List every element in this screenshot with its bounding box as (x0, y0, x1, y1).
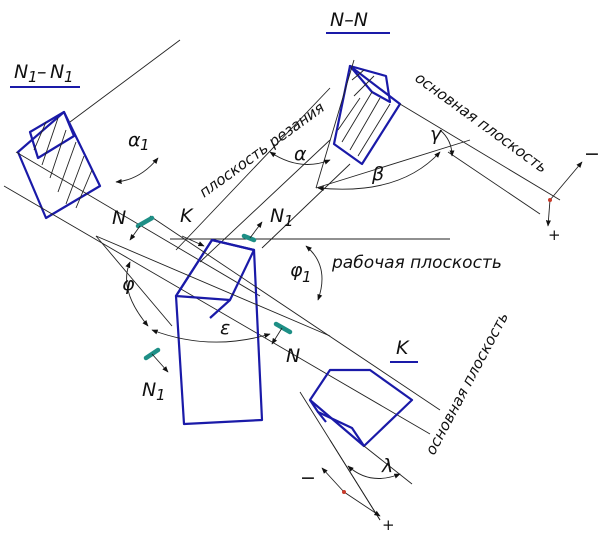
phi-label: φ (122, 273, 135, 295)
view-k-body (308, 368, 414, 448)
sign-origin-bottom (342, 490, 346, 494)
section-nn-label: N–N (330, 9, 368, 31)
section-nn-body (332, 64, 402, 166)
beta-arc (317, 151, 441, 192)
phi1-sub: 1 (302, 268, 312, 286)
marker-n-left (135, 215, 155, 229)
mark-k: K (180, 205, 194, 227)
arrow-n1-bottom (151, 353, 169, 373)
epsilon-label: ε (220, 317, 230, 339)
working-plane-label: рабочая плоскость (331, 253, 502, 273)
sign-arrow-plus-bottom (343, 491, 381, 517)
sign-arrow-minus-bottom (321, 467, 345, 493)
tool-edge-mark (209, 299, 231, 319)
sign-arrow-minus (549, 161, 583, 201)
arrow-k (181, 235, 205, 247)
n1-guide-line-1 (3, 185, 431, 435)
phi1-label: φ (290, 259, 303, 281)
view-k-guide-2 (363, 445, 413, 485)
section-n1-body (16, 110, 102, 220)
mark-n-left: N (112, 207, 126, 229)
alpha-label: α (294, 143, 307, 165)
mark-n1-bottom-sub: 1 (156, 386, 166, 404)
cutting-plane-line-b (175, 87, 331, 251)
axis-line-2 (149, 215, 441, 411)
arrow-n-left (129, 225, 141, 241)
marker-n-right (273, 321, 293, 335)
lambda-arc (347, 465, 401, 479)
mark-n-right: N (286, 345, 300, 367)
mark-n1-bottom: N (142, 379, 156, 401)
gamma-label: γ (430, 123, 443, 145)
nn-guide-diag (399, 103, 561, 201)
mark-n1-top-sub: 1 (284, 212, 294, 230)
main-plane-bottom-label: основная плоскость (422, 309, 513, 458)
axis-line-1 (95, 235, 331, 337)
section-n1-label-dash: – (37, 61, 47, 83)
view-k-guide-3 (329, 439, 381, 521)
cutting-plane-label: плоскость резания (196, 98, 328, 201)
view-k: K λ − + (299, 337, 418, 534)
section-n1-label-a: N (14, 61, 28, 83)
arrow-n-right (271, 327, 283, 345)
alpha1-sub: 1 (140, 136, 150, 154)
lambda-label: λ (381, 455, 393, 477)
sign-arrow-plus (545, 199, 551, 227)
nn-guide-vertical (315, 59, 355, 189)
arrow-n1-top (249, 221, 263, 239)
phi1-arc (305, 245, 323, 301)
mark-n1-top: N (270, 205, 284, 227)
view-k-label: K (396, 337, 410, 359)
plus-bottom: + (382, 516, 395, 534)
plus-top: + (548, 226, 561, 244)
view-k-edge (309, 399, 365, 447)
section-n1-label-b: N (50, 61, 64, 83)
marker-n1-top (241, 233, 257, 243)
n1-guide-line-3 (69, 39, 181, 123)
epsilon-arc (151, 329, 271, 343)
section-n-n: N–N α β γ − + (175, 9, 600, 263)
alpha1-label: α (128, 129, 141, 151)
minus-top: − (584, 143, 600, 165)
view-k-tip (317, 411, 327, 423)
minus-bottom: − (300, 467, 316, 489)
alpha1-arc (115, 157, 159, 185)
beta-label: β (371, 163, 384, 185)
gamma-arc (439, 129, 455, 157)
phi-arc (125, 261, 149, 327)
section-n1-label-b-sub: 1 (64, 68, 74, 86)
tool-head (174, 238, 256, 302)
section-n1-n1: N 1 – N 1 α 1 (3, 39, 431, 435)
tool-body (174, 238, 264, 426)
section-n1-label-a-sub: 1 (28, 68, 38, 86)
tool-plan-view: φ ε φ 1 N K N 1 N N 1 (95, 205, 450, 426)
sign-origin-top (548, 198, 552, 202)
nn-guide-diag-2 (447, 151, 541, 215)
